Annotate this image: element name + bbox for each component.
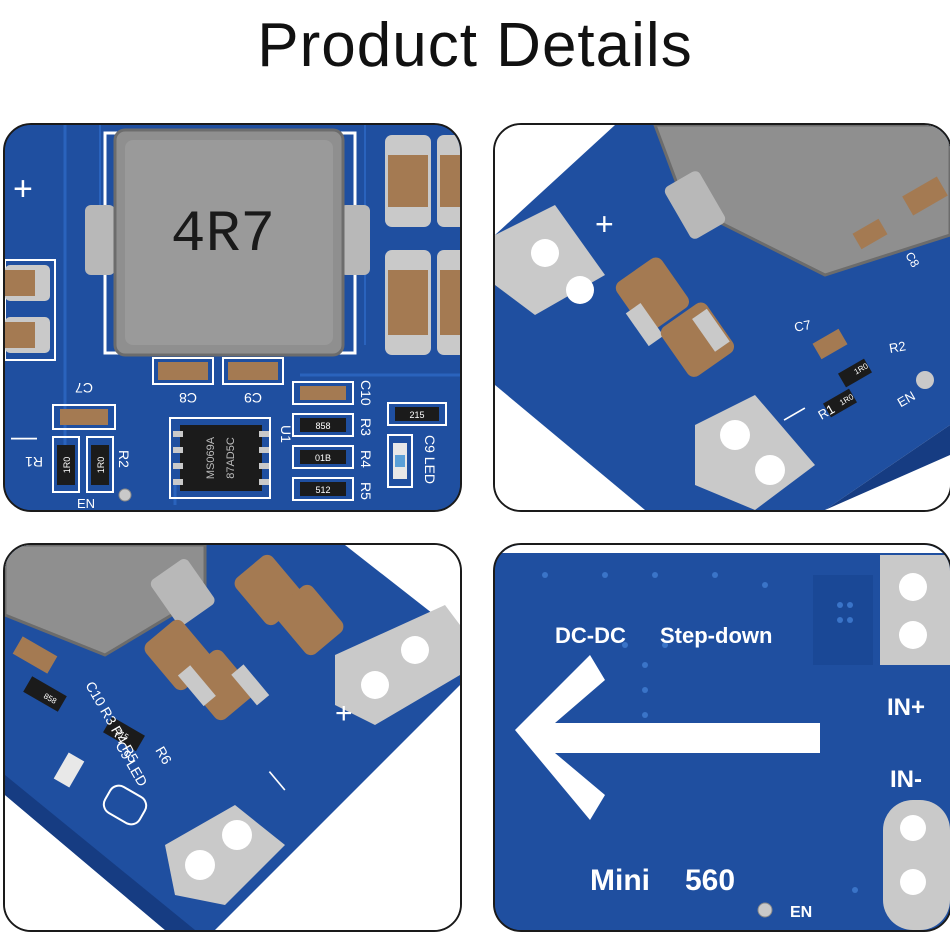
resistor-code-1r0-a: 1R0 bbox=[62, 457, 72, 474]
resistor-code-512: 512 bbox=[315, 485, 330, 495]
resistor-code-215: 215 bbox=[409, 410, 424, 420]
product-photo-back-side: DC-DC Step-down IN+ IN- Mini 560 EN bbox=[493, 543, 950, 932]
resistor-code-858: 858 bbox=[315, 421, 330, 431]
label-r2: R2 bbox=[888, 338, 907, 356]
label-r5: R5 bbox=[358, 482, 374, 500]
label-r1: R1 bbox=[815, 401, 837, 422]
label-in-plus: IN+ bbox=[887, 694, 925, 721]
product-photo-angled-side: 858 215 + — C10 R3 R4 R5 C9 LED R6 bbox=[3, 543, 462, 932]
product-photo-angled-top: + — C7 R2 R1 EN C8 1R0 1R0 bbox=[493, 123, 950, 512]
label-plus: + bbox=[13, 170, 33, 208]
label-u1: U1 bbox=[278, 425, 294, 443]
page-title: Product Details bbox=[257, 11, 693, 80]
label-c10: C10 bbox=[358, 380, 374, 406]
inductor-marking: 4R7 bbox=[171, 203, 275, 268]
label-dc-dc: DC-DC bbox=[555, 623, 626, 648]
label-c9-led: C9 LED bbox=[422, 435, 438, 484]
label-r1: R1 bbox=[25, 454, 43, 470]
chip-marking-line2: 87AD5C bbox=[225, 437, 237, 479]
label-en: EN bbox=[77, 496, 95, 510]
pcb-angled-side-illustration: 858 215 + — C10 R3 R4 R5 C9 LED R6 bbox=[5, 545, 460, 930]
label-plus: + bbox=[335, 697, 353, 730]
label-in-minus: IN- bbox=[890, 766, 922, 793]
label-c7: C7 bbox=[793, 317, 812, 335]
label-minus: — bbox=[11, 421, 37, 451]
label-c7: C7 bbox=[75, 380, 93, 396]
pcb-angled-top-illustration: + — C7 R2 R1 EN C8 1R0 1R0 bbox=[495, 125, 950, 510]
product-photo-top-view: 4R7 C8 C9 MS069A 87AD5C U1 8 bbox=[3, 123, 462, 512]
label-mini: Mini bbox=[590, 864, 650, 897]
label-en: EN bbox=[790, 904, 812, 921]
label-plus: + bbox=[595, 206, 614, 242]
label-r3: R3 bbox=[358, 418, 374, 436]
label-step-down: Step-down bbox=[660, 623, 772, 648]
resistor-code-1r0-b: 1R0 bbox=[96, 457, 106, 474]
pcb-back-side-illustration: DC-DC Step-down IN+ IN- Mini 560 EN bbox=[495, 545, 950, 930]
label-c9: C9 bbox=[244, 390, 262, 406]
resistor-code-01b: 01B bbox=[315, 453, 331, 463]
label-model-number: 560 bbox=[685, 864, 735, 897]
label-c8: C8 bbox=[179, 390, 197, 406]
chip-marking-line1: MS069A bbox=[205, 436, 217, 479]
label-r2: R2 bbox=[116, 450, 132, 468]
label-r4: R4 bbox=[358, 450, 374, 468]
pcb-top-view-illustration: 4R7 C8 C9 MS069A 87AD5C U1 8 bbox=[5, 125, 460, 510]
label-c8: C8 bbox=[902, 250, 922, 271]
label-r6: R6 bbox=[152, 744, 175, 768]
